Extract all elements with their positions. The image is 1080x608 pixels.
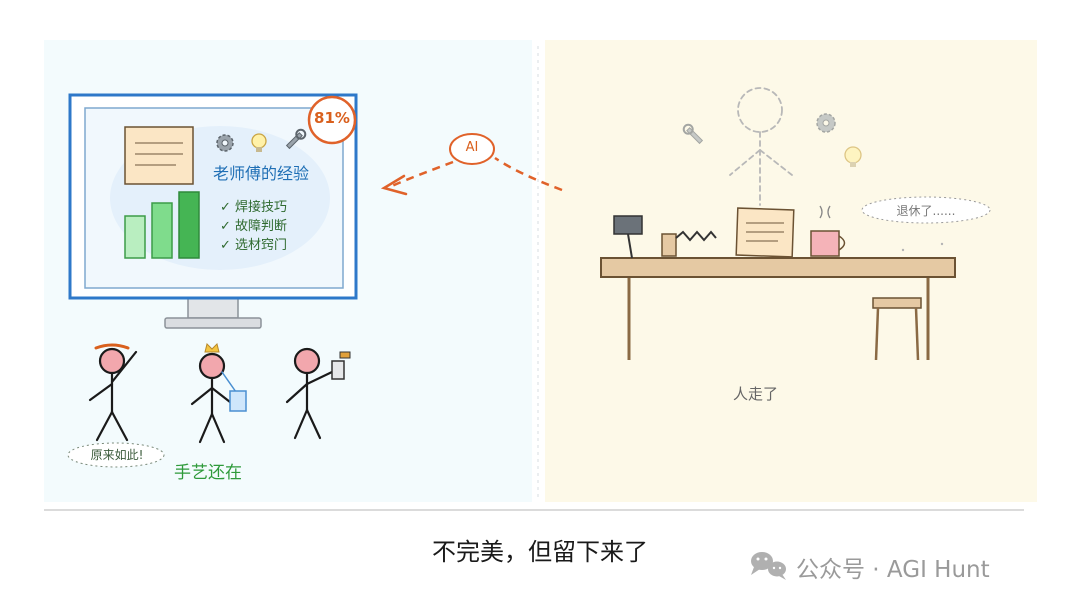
percentage-label: 81% [314, 109, 350, 127]
bar-2 [151, 202, 173, 259]
speech-text-right: 退休了...... [896, 204, 956, 218]
gear-icon-faded [816, 113, 836, 133]
mug-icon [810, 205, 846, 257]
ellipsis-dots [901, 242, 944, 252]
speech-bubble-right [861, 196, 991, 224]
bar-3 [178, 191, 200, 259]
footer-caption: 不完美，但留下来了 [432, 538, 648, 566]
skill-item-diagnosis: ✓ 故障判断 [220, 219, 288, 234]
tablet-icon [229, 390, 247, 412]
stick-figure-1 [88, 343, 138, 442]
note-paper-icon-desk [735, 207, 795, 258]
lightbulb-icon [251, 133, 267, 152]
tool-cup-icon [661, 230, 717, 257]
skill-item-material: ✓ 选材窍门 [220, 238, 288, 253]
ai-bubble [449, 133, 495, 165]
percentage-badge [307, 95, 357, 145]
ai-label: AI [465, 140, 479, 155]
stick-figure-2 [190, 343, 247, 444]
arrow-head-icon [380, 174, 408, 196]
ai-arrow [380, 133, 563, 196]
lightbulb-icon-faded [844, 146, 862, 167]
phone-icon [331, 360, 345, 380]
brand-watermark: 公众号 · AGI Hunt [796, 557, 990, 583]
speech-text-left: 原来如此! [90, 448, 144, 462]
monitor-stand-neck [187, 297, 239, 319]
speech-bubble-left [67, 442, 165, 468]
table [600, 257, 956, 360]
lesson-title: 老师傅的经验 [213, 164, 310, 183]
wrench-icon-faded [682, 123, 704, 145]
monitor-stand-base [164, 317, 262, 329]
bar-chart-icon [124, 191, 200, 259]
skill-item-welding: ✓ 焊接技巧 [220, 200, 288, 215]
bar-1 [124, 215, 146, 259]
wechat-icon [751, 552, 786, 580]
crown-icon [204, 343, 220, 353]
steam [819, 205, 831, 219]
left-caption: 手艺还在 [174, 463, 242, 483]
ghost-person [729, 87, 793, 206]
soldering-station-icon [613, 215, 643, 259]
stool [872, 297, 922, 361]
stick-figure-3 [285, 347, 351, 440]
right-caption: 人走了 [733, 385, 779, 403]
note-paper-icon [124, 126, 194, 185]
wrench-icon [285, 128, 307, 150]
gear-icon [216, 134, 234, 152]
